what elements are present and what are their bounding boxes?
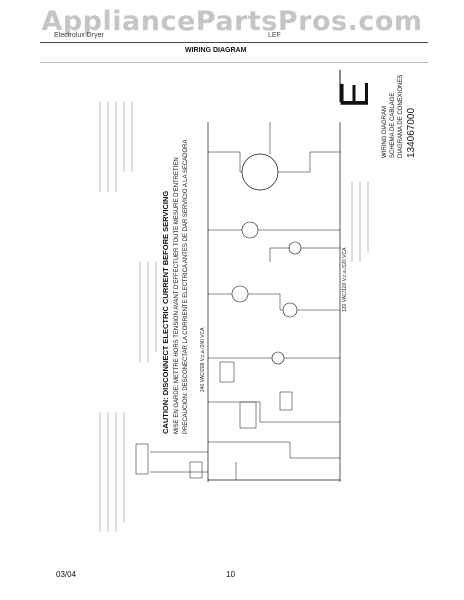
heater-symbol [241, 221, 259, 239]
switch-symbol [288, 241, 302, 255]
label-en: WIRING DIAGRAM [382, 106, 388, 158]
wiring-branches [150, 122, 340, 480]
label-es: DIAGRAMA DE CONEXIONES [398, 75, 404, 158]
motor-symbol [241, 153, 279, 191]
footer-page: 10 [226, 570, 235, 579]
caution-en: CAUTION: DISCONNECT ELECTRIC CURRENT BEF… [161, 191, 170, 434]
diagram-label: WIRING DIAGRAM SCHEMA DE CABLAGE DIAGRAM… [382, 75, 417, 158]
sensor-symbol [231, 285, 249, 303]
caution-block: CAUTION: DISCONNECT ELECTRIC CURRENT BEF… [161, 139, 189, 434]
terminal-blocks [135, 361, 293, 479]
part-number: 134067000 [406, 108, 417, 158]
label-fr: SCHEMA DE CABLAGE [390, 93, 396, 158]
schematic-letter: E [333, 81, 377, 108]
caution-fr: MISE EN GARDE: METTRE HORS TENSION AVANT… [174, 157, 180, 434]
page-title: WIRING DIAGRAM [185, 47, 247, 54]
schematic-letter-box: E [333, 70, 377, 108]
caution-es: PRECAUCION: DESCONECTAR LA CORRIENTE ELE… [183, 139, 189, 434]
header-rule [40, 42, 428, 43]
relay-symbol [271, 351, 285, 365]
voltage-label-2: 120 VAC/120 V.c.a./120 VCA [342, 247, 348, 312]
note-lines [99, 102, 369, 532]
thermostat-symbol [282, 302, 298, 318]
header-model: Electrolux Dryer [54, 32, 104, 39]
wiring-diagram: E CAUTION: DISCONNECT ELECTRIC CURRENT B… [40, 62, 428, 532]
header-code: LEF [268, 32, 281, 39]
voltage-label: 240 VAC/208 V.c.a./240 VCA [200, 327, 206, 392]
footer-date: 03/04 [56, 570, 77, 579]
watermark: AppliancePartsPros.com [41, 6, 423, 37]
